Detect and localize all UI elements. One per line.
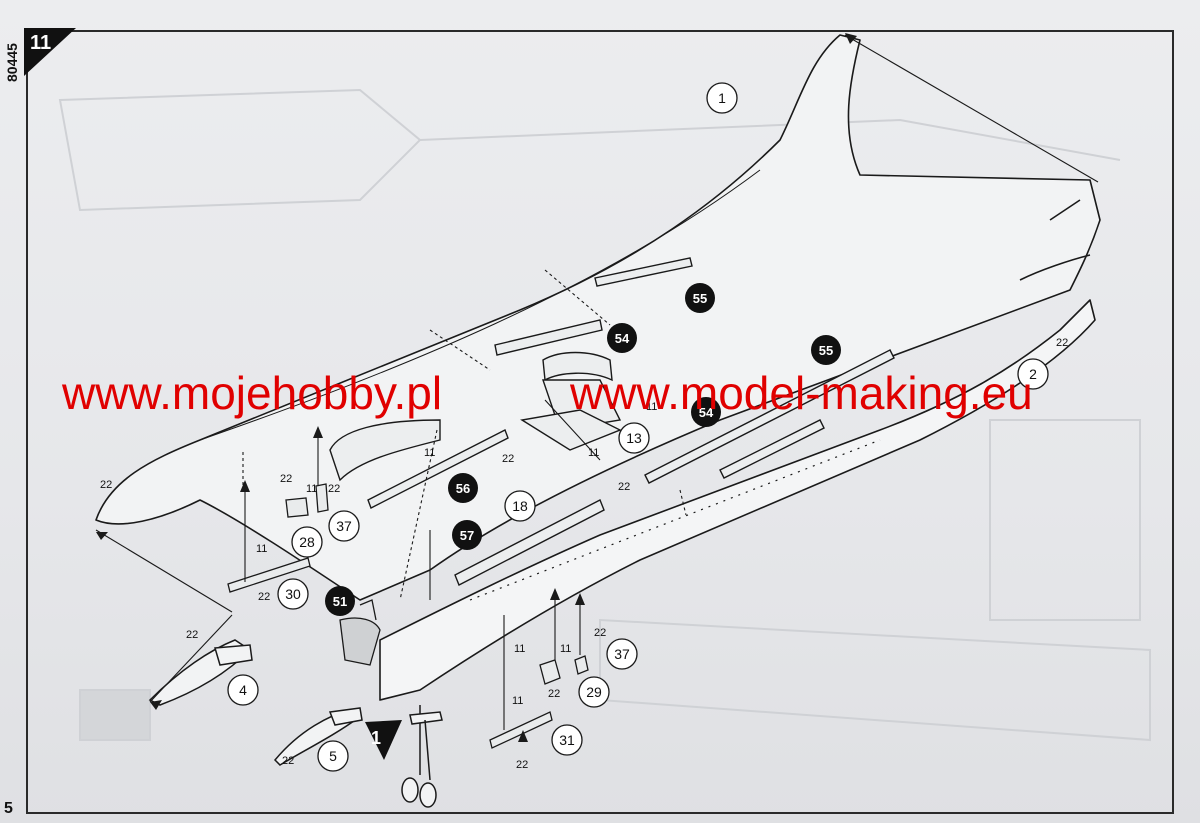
glue-22-label: 22 <box>282 755 294 767</box>
part-1-callout: 1 <box>706 82 738 114</box>
page-number: 5 <box>4 800 13 817</box>
paint-11-label: 11 <box>514 643 525 655</box>
svg-text:37: 37 <box>336 518 352 534</box>
svg-text:2: 2 <box>1029 366 1037 382</box>
glue-22-label: 22 <box>502 453 514 465</box>
glue-22-label: 22 <box>280 473 292 485</box>
step-badge <box>24 28 76 76</box>
svg-text:29: 29 <box>586 684 602 700</box>
glue-22-label: 22 <box>548 688 560 700</box>
svg-text:1: 1 <box>718 90 726 106</box>
svg-text:54: 54 <box>615 331 630 346</box>
part-30-callout: 30 <box>277 578 309 610</box>
paint-11-label: 11 <box>588 447 599 459</box>
paint-11-label: 11 <box>306 483 317 495</box>
svg-text:13: 13 <box>626 430 642 446</box>
svg-text:56: 56 <box>456 481 470 496</box>
part-37-callout-b: 37 <box>606 638 638 670</box>
nose-parts <box>148 639 363 766</box>
page-frame <box>26 30 1174 814</box>
paint-11-label: 11 <box>256 543 267 555</box>
paint-11-label: 11 <box>646 401 657 413</box>
glue-22-label: 22 <box>186 629 198 641</box>
landing-gear <box>401 705 443 808</box>
svg-text:4: 4 <box>239 682 247 698</box>
glue-callouts: 22 22 22 22 22 22 22 22 22 22 22 22 <box>100 337 1068 771</box>
watermark-right: www.model-making.eu <box>570 367 1033 419</box>
glue-22-label: 22 <box>1056 337 1068 349</box>
paint-callouts: 11 11 11 11 11 11 11 11 <box>256 401 657 707</box>
part-51-callout: 51 <box>325 586 355 616</box>
part-56-callout: 56 <box>448 473 478 503</box>
svg-text:18: 18 <box>512 498 528 514</box>
glue-22-label: 22 <box>618 481 630 493</box>
paint-11-label: 11 <box>560 643 571 655</box>
svg-text:57: 57 <box>460 528 474 543</box>
part-5-callout: 5 <box>317 740 349 772</box>
arrowheads <box>96 33 857 742</box>
glue-22-label: 22 <box>516 759 528 771</box>
svg-text:55: 55 <box>693 291 707 306</box>
rail-parts <box>329 257 895 586</box>
svg-text:55: 55 <box>819 343 833 358</box>
part-numbers-solid: 51 54 54 55 55 56 57 <box>325 283 841 616</box>
part-57-callout: 57 <box>452 520 482 550</box>
part-28-callout: 28 <box>291 526 323 558</box>
part-54-callout-b: 54 <box>691 397 721 427</box>
guide-lines <box>95 34 1099 730</box>
glue-22-label: 22 <box>258 591 270 603</box>
svg-text:51: 51 <box>333 594 347 609</box>
part-numbers-open: 1 2 4 5 13 18 28 29 30 31 37 37 <box>227 82 1049 772</box>
sub-assembly-label: 1 <box>371 728 381 748</box>
part-2-callout: 2 <box>1017 358 1049 390</box>
paint-11-label: 11 <box>512 695 523 707</box>
svg-text:31: 31 <box>559 732 575 748</box>
glue-22-label: 22 <box>594 627 606 639</box>
part-31-callout: 31 <box>551 724 583 756</box>
glue-22-label: 22 <box>328 483 340 495</box>
svg-text:54: 54 <box>699 405 714 420</box>
part-54-callout-a: 54 <box>607 323 637 353</box>
svg-text:5: 5 <box>329 748 337 764</box>
part-37-callout-a: 37 <box>328 510 360 542</box>
part-13-callout: 13 <box>618 422 650 454</box>
part-55-callout-b: 55 <box>811 335 841 365</box>
step-number: 11 <box>30 32 52 54</box>
background-bleed <box>58 88 1151 742</box>
svg-text:37: 37 <box>614 646 630 662</box>
svg-text:30: 30 <box>285 586 301 602</box>
paint-11-label: 11 <box>424 447 435 459</box>
part-18-callout: 18 <box>504 490 536 522</box>
part-4-callout: 4 <box>227 674 259 706</box>
fuselage-upper-half <box>95 34 1101 601</box>
small-parts-left <box>227 483 589 749</box>
sub-assembly-marker: 1 <box>365 720 402 760</box>
part-29-callout: 29 <box>578 676 610 708</box>
glue-22-label: 22 <box>100 479 112 491</box>
watermark-left: www.mojehobby.pl <box>62 367 443 419</box>
svg-text:28: 28 <box>299 534 315 550</box>
part-55-callout-a: 55 <box>685 283 715 313</box>
